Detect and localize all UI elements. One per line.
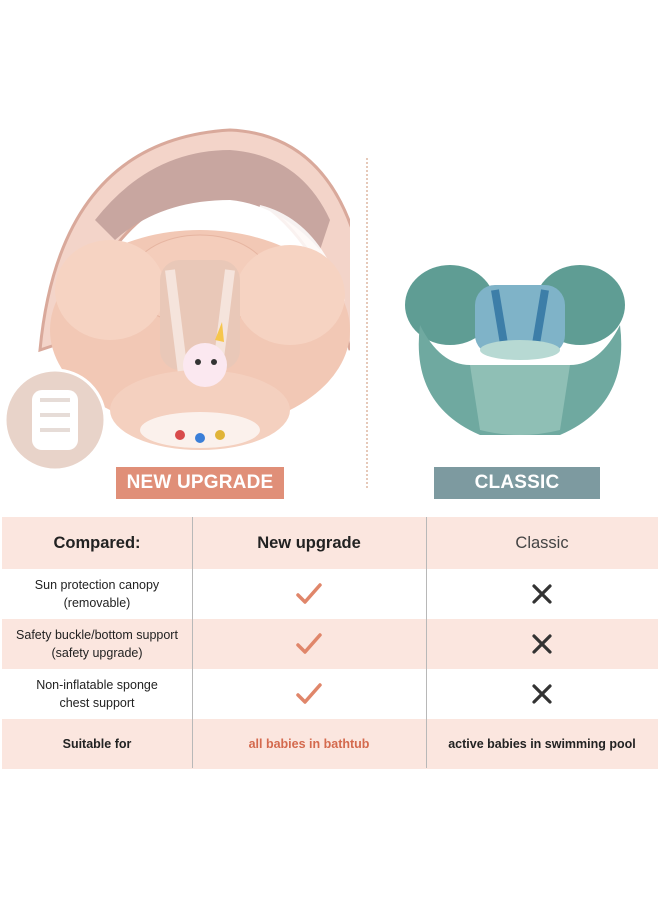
header-new-upgrade: New upgrade: [257, 533, 361, 552]
feature-cell: Sun protection canopy (removable): [2, 569, 192, 619]
feature-line: (removable): [63, 596, 131, 610]
cross-icon: [532, 684, 552, 704]
table-header-row: Compared: New upgrade Classic: [2, 517, 658, 569]
new-upgrade-label: NEW UPGRADE: [116, 467, 284, 499]
table-row: Safety buckle/bottom support (safety upgr…: [2, 619, 658, 669]
classic-float-image: [405, 265, 625, 435]
classic-label: CLASSIC: [434, 467, 600, 499]
classic-value-cell: [426, 669, 658, 719]
check-icon: [296, 633, 322, 654]
check-icon: [296, 583, 322, 604]
cross-icon: [532, 584, 552, 604]
suitable-classic-value: active babies in swimming pool: [448, 737, 636, 751]
feature-line: Sun protection canopy: [34, 578, 160, 592]
classic-value-cell: [426, 569, 658, 619]
header-classic: Classic: [515, 533, 569, 552]
suitable-new-value: all babies in bathtub: [248, 737, 370, 751]
new-value-cell: [192, 569, 426, 619]
new-value-cell: [192, 619, 426, 669]
check-icon: [296, 683, 322, 704]
header-compared: Compared:: [53, 533, 141, 552]
feature-cell: Non-inflatable sponge chest support: [2, 669, 192, 719]
feature-cell: Safety buckle/bottom support (safety upgr…: [2, 619, 192, 669]
comparison-table: Compared: New upgrade Classic Sun protec…: [2, 517, 658, 769]
suitable-label: Suitable for: [62, 737, 132, 751]
table-row: Non-inflatable sponge chest support: [2, 669, 658, 719]
table-row: Sun protection canopy (removable): [2, 569, 658, 619]
new-value-cell: [192, 669, 426, 719]
feature-line: Non-inflatable sponge: [36, 678, 158, 692]
table-column-divider: [426, 517, 427, 768]
table-column-divider: [192, 517, 193, 768]
classic-value-cell: [426, 619, 658, 669]
table-row-suitable: Suitable for all babies in bathtub activ…: [2, 719, 658, 769]
feature-line: Safety buckle/bottom support: [16, 628, 178, 642]
feature-line: (safety upgrade): [51, 646, 143, 660]
new-upgrade-float-image: [3, 128, 350, 470]
feature-line: chest support: [59, 696, 135, 710]
product-divider: [366, 158, 368, 488]
cross-icon: [532, 634, 552, 654]
